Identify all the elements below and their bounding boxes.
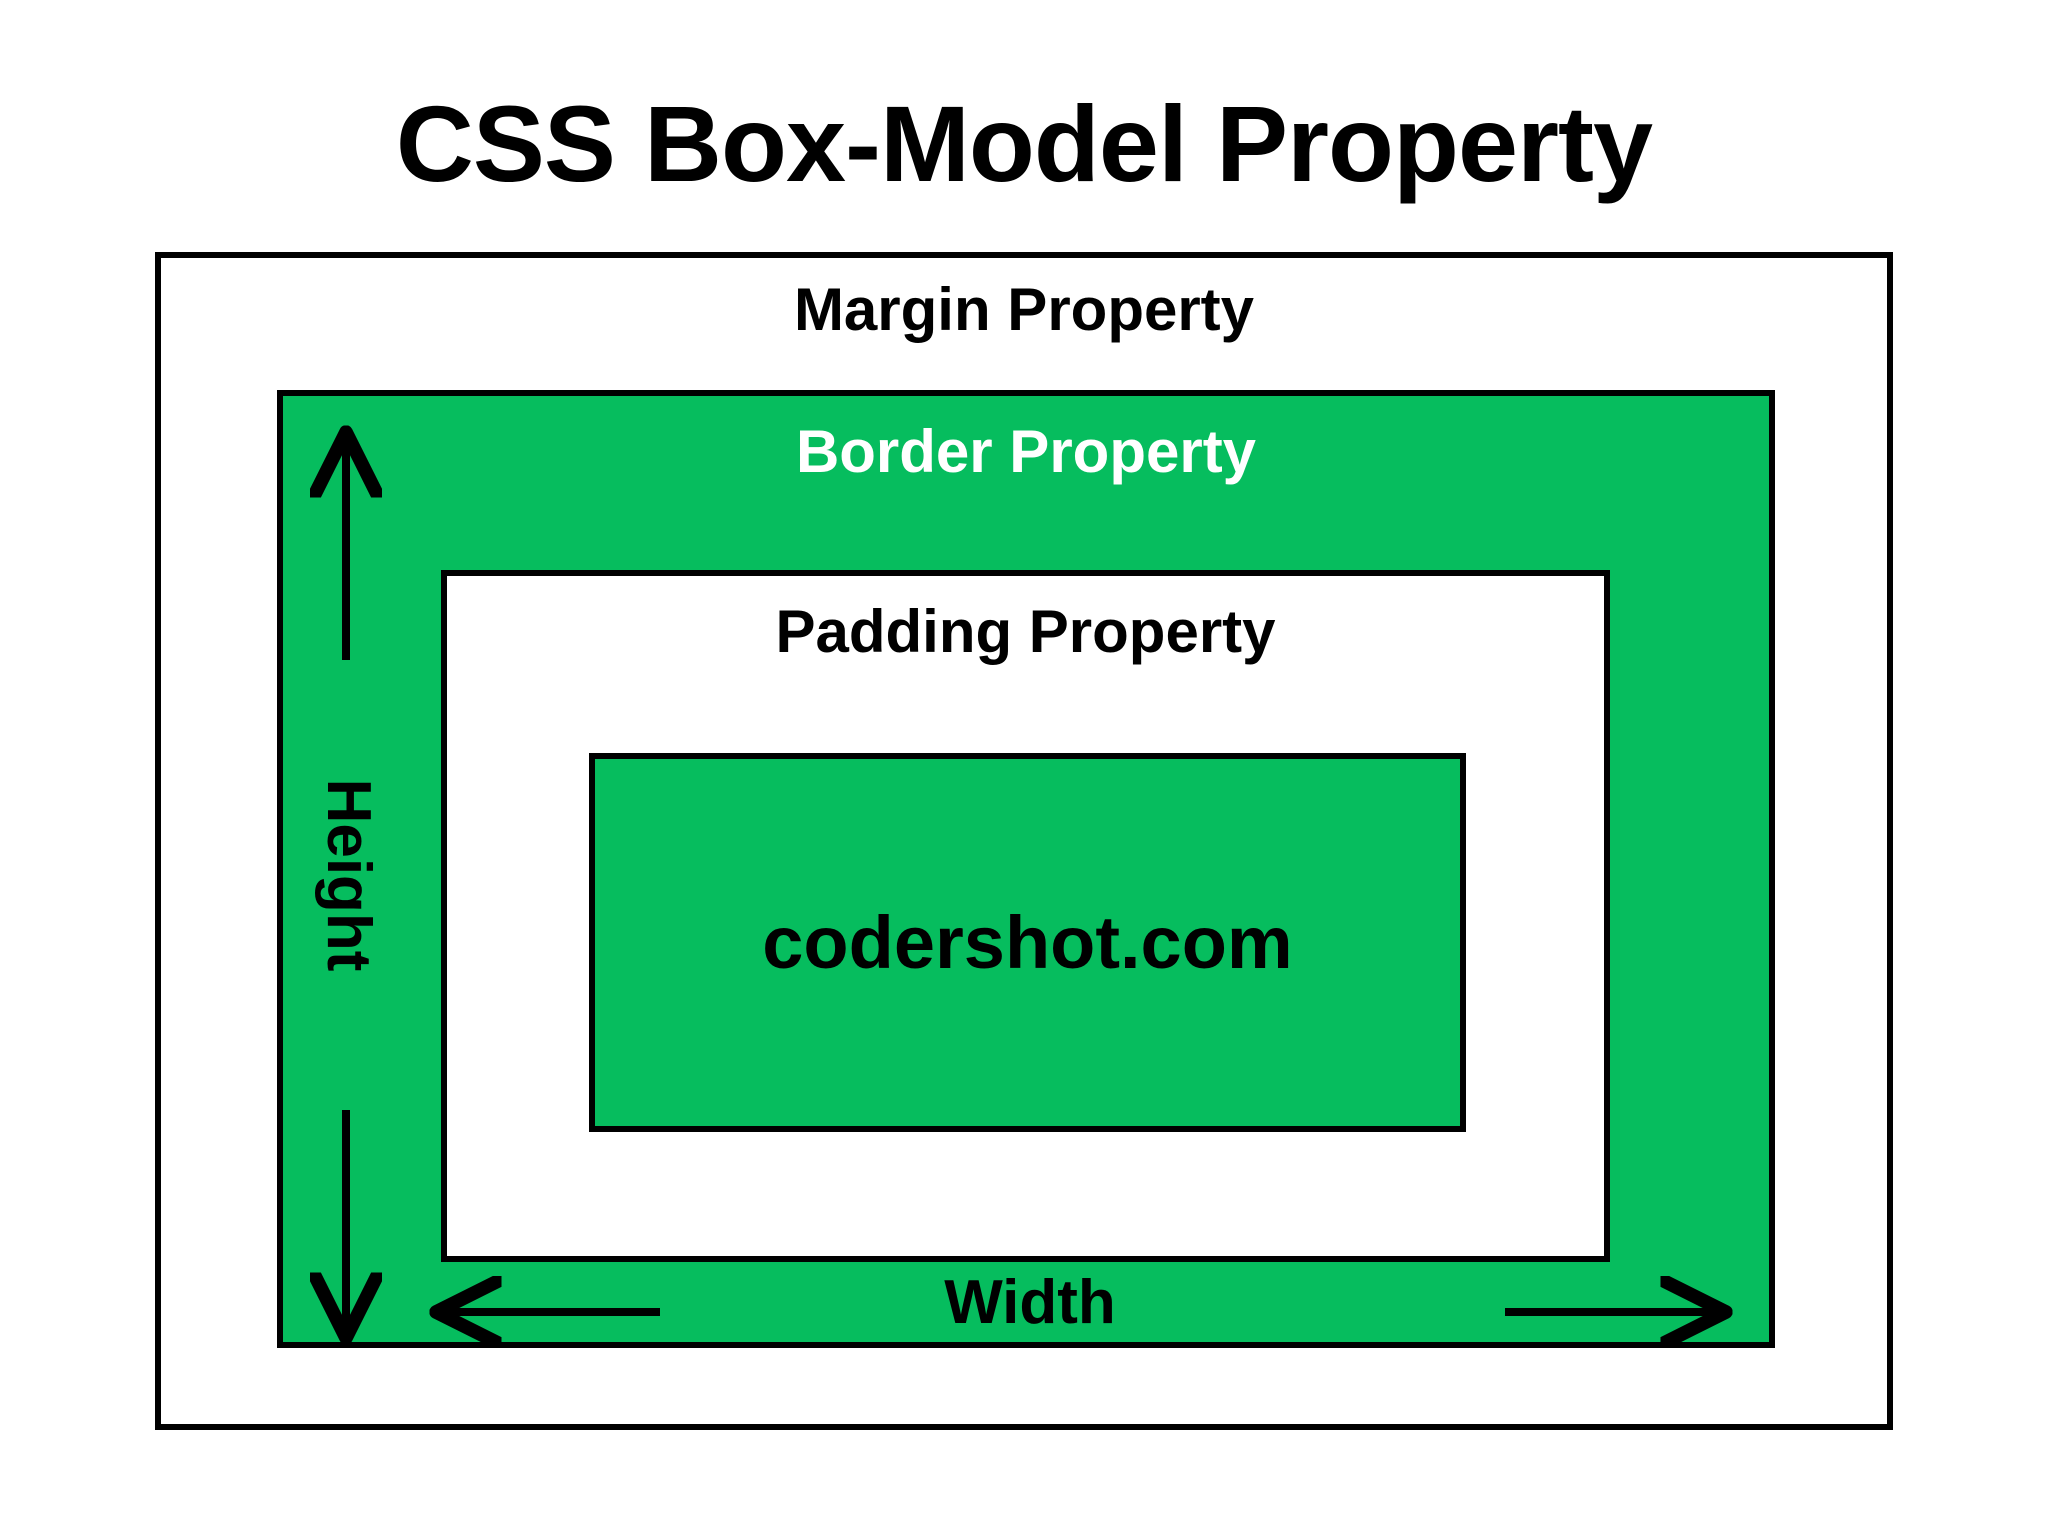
border-box-label: Border Property [795, 418, 1257, 485]
height-dimension-label: Height [314, 778, 383, 972]
width-dimension-label: Width [944, 1268, 1116, 1337]
content-box: codershot.com [589, 753, 1466, 1132]
page-title: CSS Box-Model Property [395, 83, 1653, 204]
margin-box-label: Margin Property [793, 276, 1255, 343]
padding-box-label: Padding Property [775, 598, 1276, 665]
content-box-label: codershot.com [762, 900, 1293, 984]
